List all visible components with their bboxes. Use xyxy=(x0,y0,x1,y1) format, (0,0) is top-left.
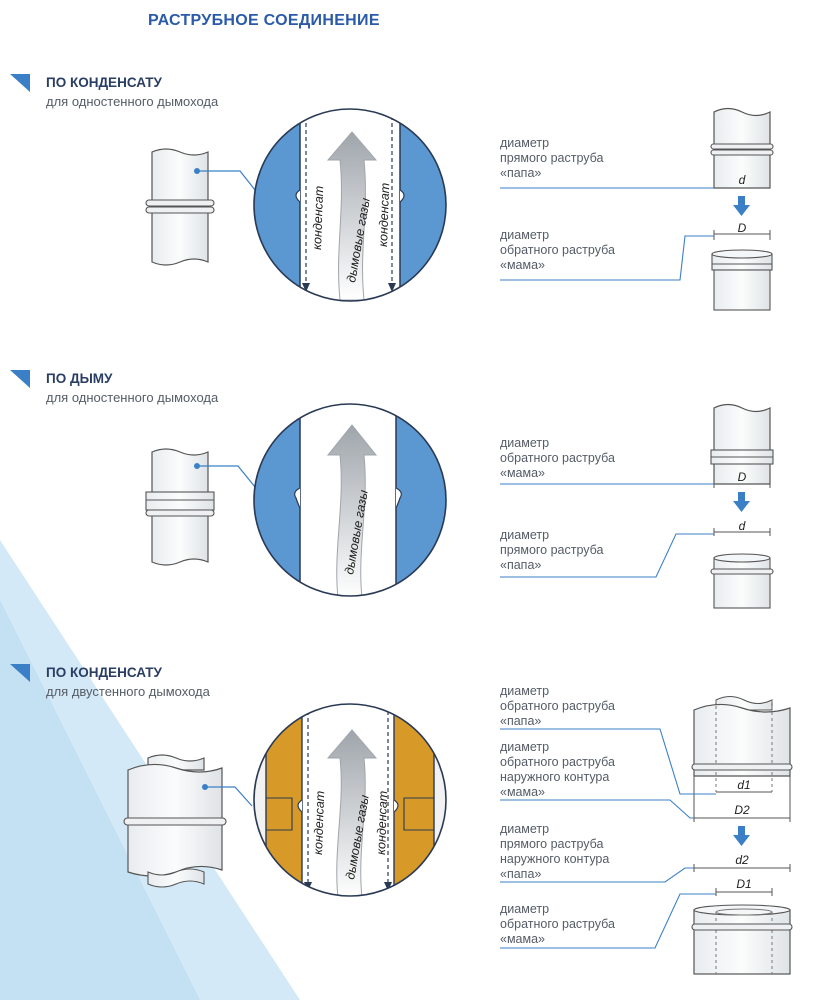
section-3-flow-label-left: конденсат xyxy=(311,791,327,856)
section-1-female-pipe xyxy=(711,230,773,311)
section-1-male-pipe xyxy=(710,107,774,189)
section-2-dim-D: D xyxy=(738,470,747,484)
section-3-dim-D1: D1 xyxy=(736,877,751,891)
section-2-title: ПО ДЫМУ xyxy=(46,371,113,386)
section-2-female-pipe-top xyxy=(710,403,774,488)
section-2-dim-d: d xyxy=(739,519,746,533)
section-3-flow-label-right: конденсат xyxy=(374,791,390,856)
section-1-flow-label-right: конденсат xyxy=(376,183,392,248)
section-1-dim-d: d xyxy=(739,173,746,187)
section-2-flag-icon xyxy=(10,370,30,388)
section-1-flag-icon xyxy=(10,74,30,92)
section-2-small-pipe xyxy=(145,448,256,566)
section-3-leader-4 xyxy=(500,893,716,949)
section-2-leader-2 xyxy=(500,533,714,578)
section-3-pipe-top xyxy=(691,695,793,822)
section-3-leader-1 xyxy=(500,728,716,795)
page-title: РАСТРУБНОЕ СОЕДИНЕНИЕ xyxy=(148,12,380,29)
section-1-subtitle: для одностенного дымохода xyxy=(46,94,219,109)
section-2-arrow-down-icon xyxy=(733,492,750,512)
section-1-title: ПО КОНДЕНСАТУ xyxy=(46,75,162,90)
section-3-arrow-down-icon xyxy=(733,826,750,846)
section-3-dim-D2: D2 xyxy=(734,803,750,817)
section-3-leader-3 xyxy=(500,867,694,883)
section-1-dim-D: D xyxy=(738,221,747,235)
section-3-dim-d1: d1 xyxy=(737,778,750,792)
section-1-flow-label-left: конденсат xyxy=(310,186,326,251)
section-3-double-wall-pipe xyxy=(123,754,253,888)
section-1-arrow-down-icon xyxy=(733,196,750,216)
section-3-dim-d2: d2 xyxy=(735,853,749,867)
section-2-subtitle: для одностенного дымохода xyxy=(46,390,219,405)
section-3-subtitle: для двустенного дымохода xyxy=(46,684,210,699)
section-1-small-pipe xyxy=(145,148,256,266)
section-1-leader-2 xyxy=(500,235,714,281)
section-3-flag-icon xyxy=(10,664,30,682)
section-3-title: ПО КОНДЕНСАТУ xyxy=(46,665,162,680)
section-3-pipe-bottom xyxy=(691,864,793,975)
section-2-male-pipe-bottom xyxy=(710,528,774,609)
section-3-leader-2 xyxy=(500,799,694,819)
